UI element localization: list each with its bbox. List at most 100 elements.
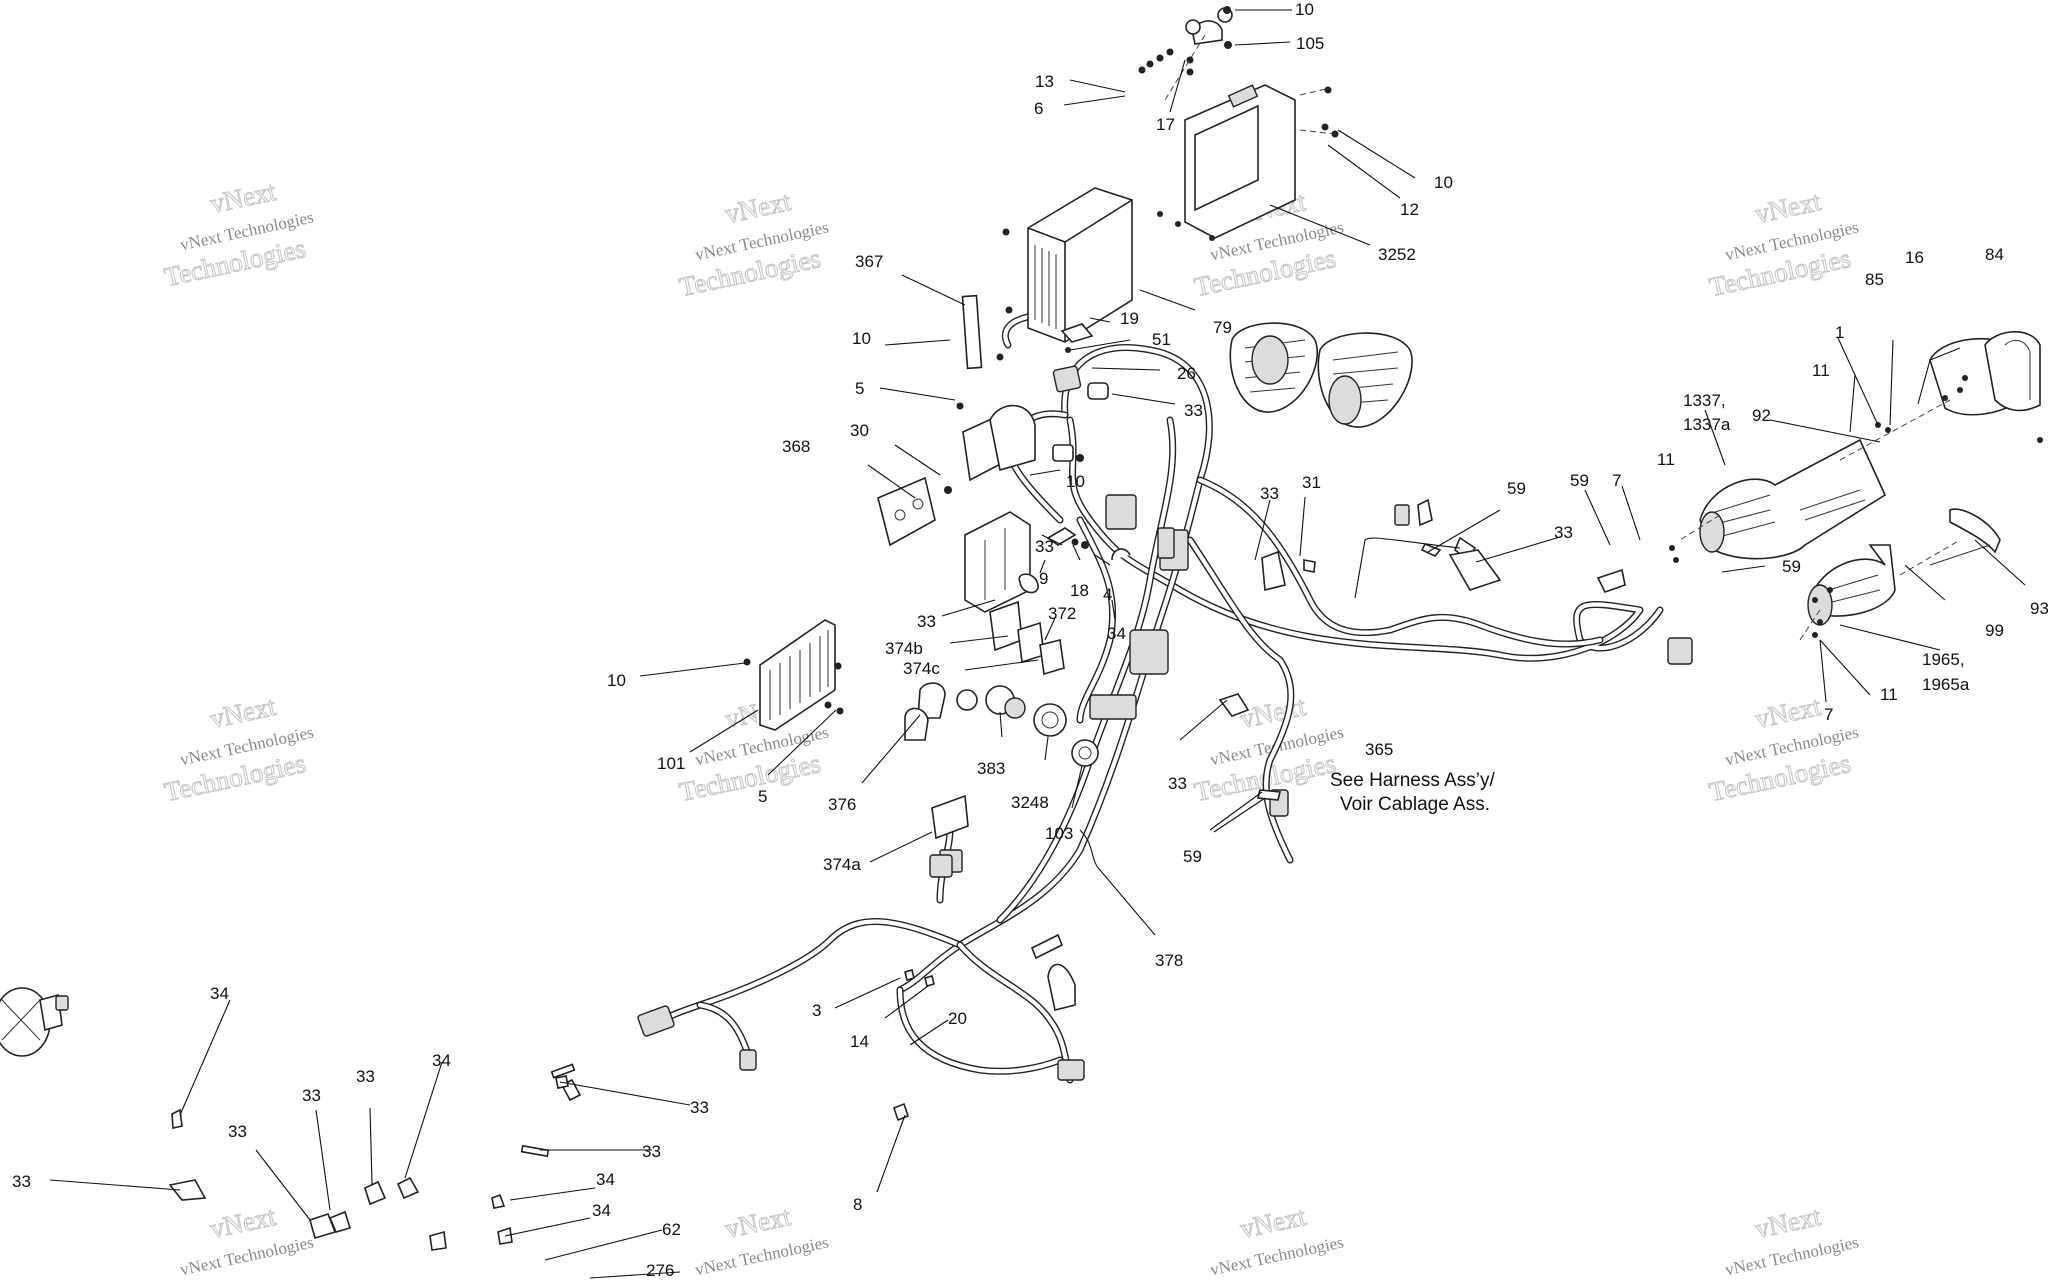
right-lamps	[1454, 331, 2043, 641]
callout-labels: 10 105 13 6 17 10 12 3252 367 79 19 51 2…	[12, 0, 2048, 1280]
watermark: vNext vNext Technologies	[178, 1200, 315, 1280]
callout-label: 33	[12, 1172, 31, 1191]
callout-label: 9	[1039, 569, 1048, 588]
callout-label: 14	[850, 1032, 869, 1051]
callout-label: 16	[1905, 248, 1924, 267]
callout-label: 62	[662, 1220, 681, 1239]
callout-label: 33	[1035, 537, 1054, 556]
cable-ties	[168, 542, 1502, 1251]
watermark-text: vNext Technologies	[178, 1233, 315, 1280]
watermark: vNext vNext Technologies	[693, 1200, 830, 1280]
callout-label: 378	[1155, 951, 1183, 970]
callout-label: 59	[1507, 479, 1526, 498]
watermark: vNext vNext Technologies Technologies	[161, 690, 315, 807]
callout-label: 3252	[1378, 245, 1416, 264]
switches	[904, 682, 1099, 767]
callout-label: 6	[1034, 99, 1043, 118]
callout-label: 105	[1296, 34, 1324, 53]
callout-label: 59	[1782, 557, 1801, 576]
callout-label: 5	[855, 379, 864, 398]
watermark-vnext: vNext	[1237, 691, 1308, 734]
callout-label: 34	[592, 1201, 611, 1220]
callout-label: 33	[642, 1142, 661, 1161]
callout-label: 372	[1048, 604, 1076, 623]
watermark-vnext: vNext	[207, 176, 278, 219]
callout-label: 367	[855, 252, 883, 271]
watermark-vnext: vNext	[1752, 1201, 1823, 1244]
watermark-text: vNext Technologies	[693, 1233, 830, 1280]
note-line-2: Voir Cablage Ass.	[1340, 794, 1490, 815]
callout-label: 10	[607, 671, 626, 690]
watermark-vnext: vNext	[1752, 186, 1823, 229]
callout-label: 11	[1657, 450, 1675, 469]
callout-label: 85	[1865, 270, 1884, 289]
callout-label: 1337,	[1683, 391, 1726, 410]
callout-label: 30	[850, 421, 869, 440]
battery	[961, 187, 1133, 400]
battery-bracket-assembly	[1138, 6, 1339, 241]
callout-label: 7	[1824, 705, 1833, 724]
callout-label: 374c	[903, 659, 940, 678]
watermark-vnext: vNext	[207, 691, 278, 734]
callout-label: 10	[1066, 472, 1085, 491]
watermark: vNext vNext Technologies	[1723, 1200, 1860, 1279]
callout-label: 33	[917, 612, 936, 631]
watermark: vNext vNext Technologies Technologies	[161, 175, 315, 292]
callout-label: 33	[1168, 774, 1187, 793]
voltage-regulator	[743, 619, 844, 731]
watermark-vnext: vNext	[722, 186, 793, 229]
left-lamp	[0, 987, 69, 1057]
callout-label: 99	[1985, 621, 2004, 640]
watermark: vNext vNext Technologies Technologies	[1706, 690, 1860, 807]
callout-label: 11	[1880, 685, 1898, 704]
callout-label: 20	[948, 1009, 967, 1028]
callout-label: 1965a	[1922, 675, 1970, 694]
callout-label: 17	[1156, 115, 1175, 134]
callout-label: 33	[302, 1086, 321, 1105]
callout-label: 33	[1184, 401, 1203, 420]
callout-label: 34	[210, 984, 229, 1003]
callout-label: 13	[1035, 72, 1054, 91]
callout-label: 84	[1985, 245, 2004, 264]
callout-label: 3	[812, 1001, 821, 1020]
callout-label: 376	[828, 795, 856, 814]
callout-label: 33	[1554, 523, 1573, 542]
center-lights	[1229, 322, 1433, 527]
callout-label: 93	[2030, 599, 2048, 618]
watermark-text: vNext Technologies	[1208, 1233, 1345, 1280]
callout-label: 10	[1295, 0, 1314, 19]
callout-label: 33	[690, 1098, 709, 1117]
watermark-vnext: vNext	[722, 1201, 793, 1244]
watermark: vNext vNext Technologies Technologies	[676, 185, 830, 302]
callout-label: 1337a	[1683, 415, 1731, 434]
callout-label: 1	[1835, 323, 1844, 342]
watermark-vnext: vNext	[1237, 1201, 1308, 1244]
watermark-vnext: vNext	[1752, 691, 1823, 734]
relays	[929, 600, 1065, 878]
callout-label: 276	[646, 1261, 674, 1280]
callout-label: 59	[1183, 847, 1202, 866]
callout-label: 374a	[823, 855, 861, 874]
callout-label: 103	[1045, 824, 1073, 843]
watermark: vNext vNext Technologies	[1208, 1200, 1345, 1280]
harness-reference-note: See Harness Ass’y/ Voir Cablage Ass.	[1330, 770, 1495, 815]
callout-label: 79	[1213, 318, 1232, 337]
callout-label: 101	[657, 754, 685, 773]
callout-label: 8	[853, 1195, 862, 1214]
callout-label: 12	[1400, 200, 1419, 219]
callout-label: 3248	[1011, 793, 1049, 812]
callout-label: 7	[1612, 471, 1621, 490]
callout-label: 374b	[885, 639, 923, 658]
callout-label: 34	[432, 1051, 451, 1070]
leader-lines	[49, 9, 2026, 1279]
callout-label: 26	[1177, 364, 1196, 383]
callout-label: 18	[1070, 581, 1089, 600]
callout-label: 4	[1103, 585, 1112, 604]
callout-label: 33	[1260, 484, 1279, 503]
watermark-vnext: vNext	[207, 1201, 278, 1244]
callout-label: 368	[782, 437, 810, 456]
callout-label: 10	[1434, 173, 1453, 192]
callout-label: 33	[228, 1122, 247, 1141]
note-line-1: See Harness Ass’y/	[1330, 770, 1495, 791]
